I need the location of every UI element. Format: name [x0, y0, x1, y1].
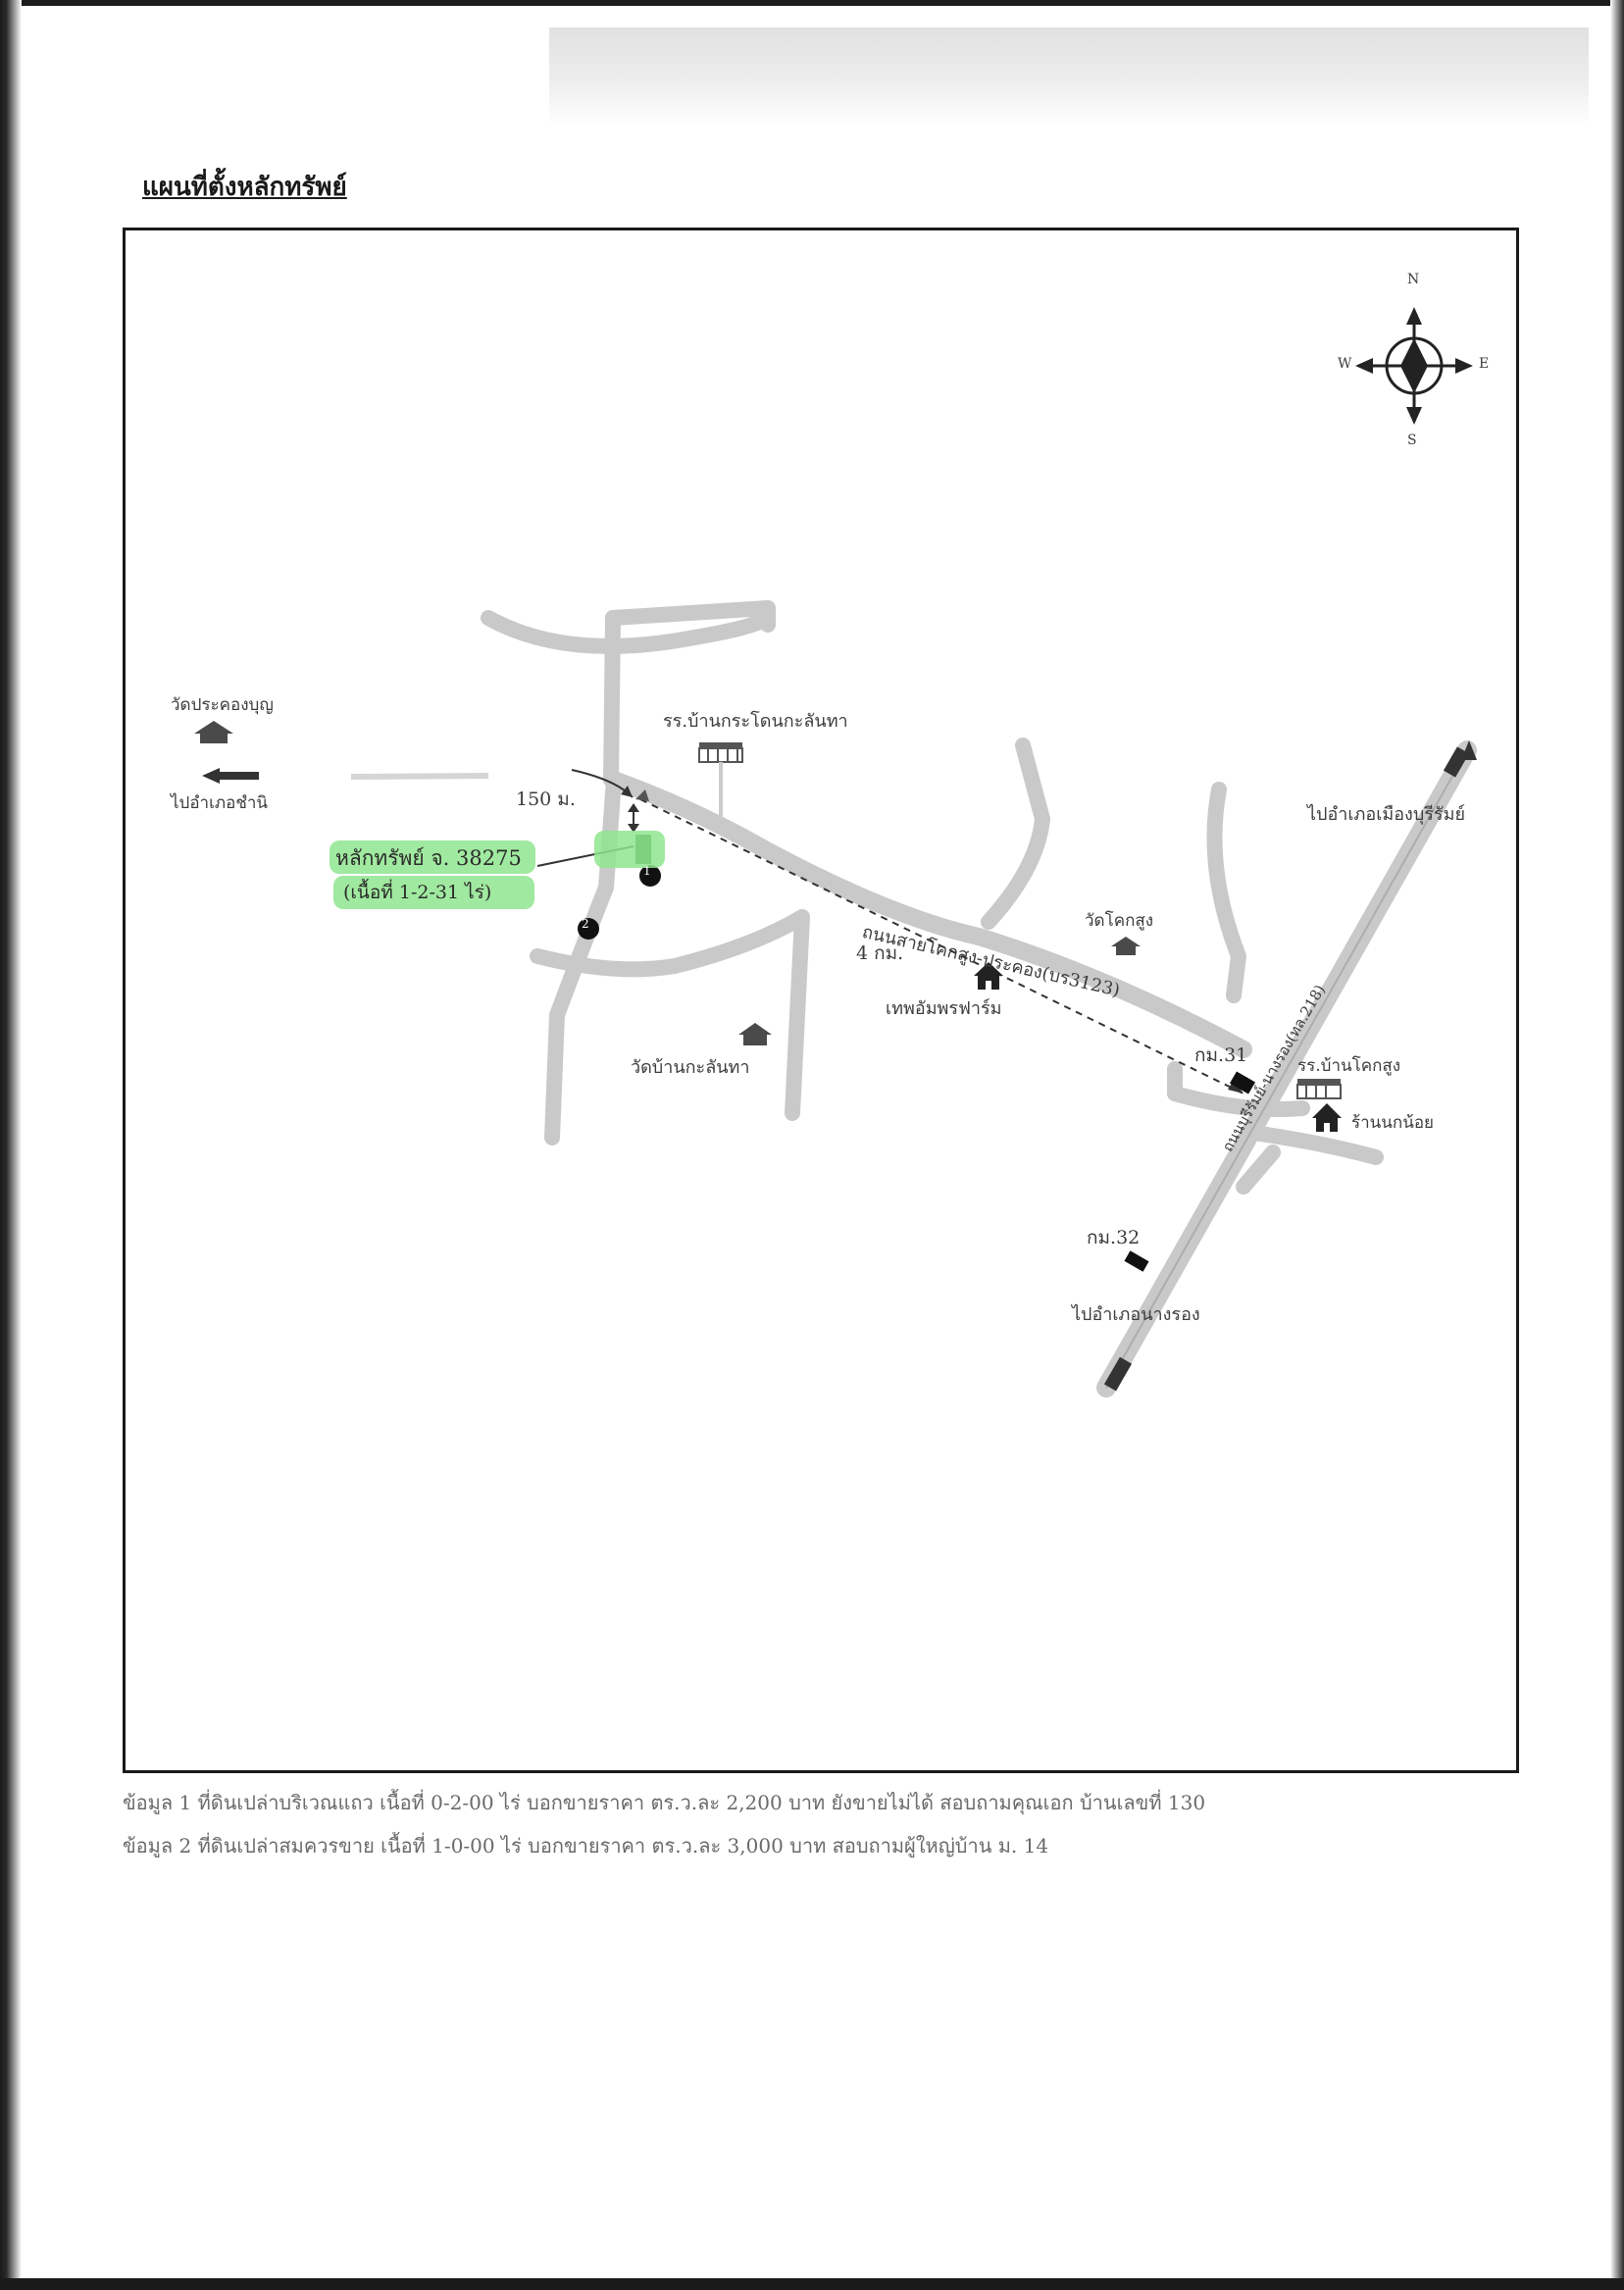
- road-left-down: [544, 772, 622, 1145]
- temple-icon-top-left: [194, 721, 233, 743]
- label-marker-2: 2: [582, 917, 589, 931]
- label-km32: กม.32: [1087, 1227, 1141, 1248]
- label-temple-khoksung: วัดโคกสูง: [1085, 911, 1154, 931]
- asset-parcel-highlight: [594, 831, 665, 868]
- compass-west: W: [1338, 356, 1352, 372]
- arrow-nangrong: [1103, 1356, 1133, 1392]
- road-lower: [530, 909, 810, 1121]
- temple-icon-bottom: [738, 1023, 772, 1045]
- road-khoksung-north: [1206, 782, 1246, 1003]
- asset-area-highlight: [333, 876, 534, 909]
- label-to-chamni: ไปอำเภอชำนิ: [171, 793, 269, 813]
- note-1: ข้อมูล 1 ที่ดินเปล่าบริเวณแถว เนื้อที่ 0…: [123, 1791, 1206, 1814]
- highway-218: [1096, 740, 1477, 1398]
- road-junction-2: [1245, 1125, 1384, 1165]
- road-network: [481, 600, 1384, 1195]
- km32-marker: [1124, 1250, 1149, 1272]
- scan-shadow: [549, 27, 1589, 126]
- road-junction-1: [1167, 1061, 1310, 1117]
- temple-icon-khoksung: [1111, 937, 1141, 955]
- km31-marker: [1229, 1071, 1256, 1094]
- label-farm: เทพอัมพรฟาร์ม: [886, 998, 1002, 1019]
- compass-north: N: [1407, 272, 1420, 287]
- scan-edge-top: [0, 0, 1624, 6]
- label-temple-bottom: วัดบ้านกะลันทา: [631, 1057, 750, 1078]
- label-to-buriram: ไปอำเภอเมืองบุรีรัมย์: [1307, 804, 1466, 825]
- road-farm-north: [981, 738, 1050, 930]
- label-km31: กม.31: [1194, 1044, 1248, 1066]
- location-map: N W E S วัดประคองบุญ ไปอำเภอชำนิ รร.บ้าน…: [123, 228, 1519, 1773]
- house-icon-shop: [1312, 1103, 1342, 1132]
- label-4km: 4 กม.: [856, 942, 904, 964]
- compass-rose: [1355, 307, 1473, 425]
- scan-edge-left: [0, 0, 22, 2290]
- asset-highlight: [330, 840, 535, 874]
- map-drawing: [194, 307, 1477, 1398]
- label-temple-top-left: วัดประคองบุญ: [171, 695, 274, 715]
- road-main: [605, 771, 1252, 1058]
- scan-edge-right: [1610, 0, 1624, 2290]
- marker-1: [639, 865, 661, 887]
- page-title: แผนที่ตั้งหลักทรัพย์: [142, 173, 347, 202]
- label-150m: 150 ม.: [516, 789, 576, 810]
- house-icon-farm: [974, 962, 1003, 990]
- label-asset-area: (เนื้อที่ 1-2-31 ไร่): [343, 882, 492, 903]
- label-asset-number: หลักทรัพย์ จ. 38275: [335, 846, 522, 870]
- label-shop: ร้านนกน้อย: [1351, 1113, 1435, 1133]
- arrow-chamni: [202, 768, 220, 784]
- road-vertical-left: [603, 610, 621, 788]
- marker-2: [578, 918, 599, 940]
- compass-east: E: [1479, 356, 1490, 372]
- road-junction-3: [1236, 1145, 1281, 1195]
- road-loop: [605, 600, 776, 633]
- school-icon: [698, 742, 743, 819]
- label-marker-1: 1: [643, 864, 651, 878]
- label-school-khoksung: รร.บ้านโคกสูง: [1297, 1056, 1401, 1076]
- scan-edge-bottom: [0, 2278, 1624, 2290]
- note-2: ข้อมูล 2 ที่ดินเปล่าสมควรขาย เนื้อที่ 1-…: [123, 1834, 1049, 1857]
- school-khoksung-icon: [1296, 1079, 1342, 1099]
- label-to-nangrong: ไปอำเภอนางรอง: [1072, 1304, 1200, 1325]
- label-school-top: รร.บ้านกระโดนกะลันทา: [663, 711, 848, 732]
- road-top-curve: [481, 610, 776, 654]
- distance-line: [639, 798, 1244, 1094]
- compass-south: S: [1407, 433, 1417, 448]
